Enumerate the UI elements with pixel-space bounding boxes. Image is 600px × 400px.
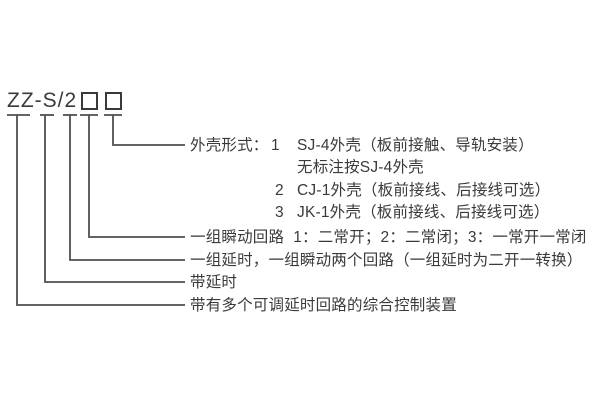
model-blank-box-1 bbox=[81, 92, 98, 110]
housing-option-3-num: 3 bbox=[275, 204, 284, 221]
leader-housing bbox=[112, 115, 185, 146]
instant-circuit-label: 一组瞬动回路 1：二常开；2：二常闭；3：一常开一常闭 bbox=[190, 229, 587, 246]
leader-instant bbox=[88, 115, 185, 238]
model-blank-box-2 bbox=[105, 92, 122, 110]
delay-and-instant-label: 一组延时，一组瞬动两个回路（一组延时为二开一转换） bbox=[190, 252, 583, 269]
housing-option-2-text: CJ-1外壳（板前接线、后接线可选） bbox=[297, 182, 551, 199]
model-code: ZZ-S/2 bbox=[7, 89, 78, 112]
housing-option-1-num: 1 bbox=[271, 137, 280, 154]
with-delay-label: 带延时 bbox=[190, 274, 238, 291]
leader-delay-instant bbox=[69, 115, 185, 261]
leader-device bbox=[16, 115, 185, 306]
leader-with-delay bbox=[44, 115, 185, 283]
device-description-label: 带有多个可调延时回路的综合控制装置 bbox=[190, 297, 457, 314]
housing-option-default-text: 无标注按SJ-4外壳 bbox=[297, 159, 424, 176]
housing-option-2-num: 2 bbox=[275, 182, 284, 199]
housing-option-3-text: JK-1外壳（板前接线、后接线可选） bbox=[297, 204, 550, 221]
housing-form-label: 外壳形式： bbox=[190, 137, 269, 154]
housing-option-1-text: SJ-4外壳（板前接触、导轨安装） bbox=[297, 137, 534, 154]
